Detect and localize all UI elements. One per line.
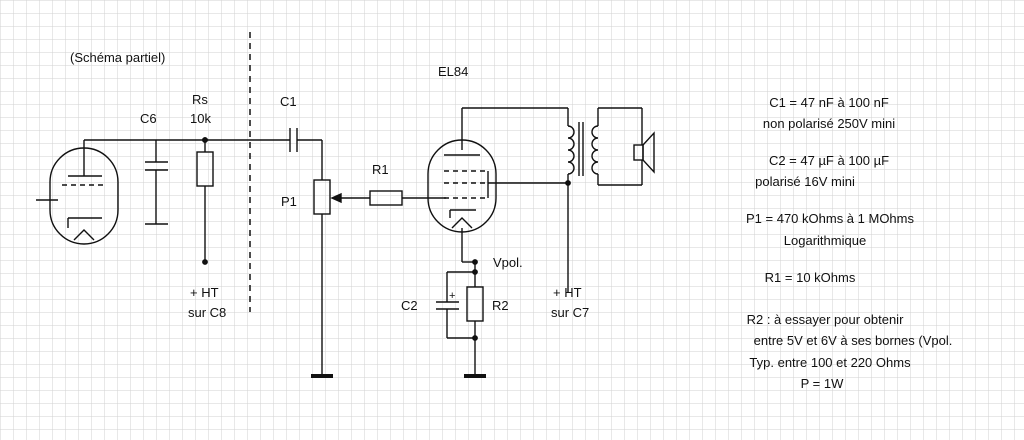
capacitor-c1 [289,128,322,152]
potentiometer-p1 [311,140,370,378]
note-p1-line1: P1 = 470 kOhms à 1 MOhms [746,211,914,226]
capacitor-c6 [145,140,168,225]
note-r1-line1: R1 = 10 kOhms [765,270,856,285]
label-rs-value: 10k [190,111,211,126]
label-vpol: Vpol. [493,255,523,270]
note-c2-line2: polarisé 16V mini [755,174,855,189]
note-c1-line2: non polarisé 250V mini [763,116,895,131]
resistor-r1 [369,190,446,206]
label-el84: EL84 [438,64,468,79]
el84-tube-symbol [427,108,568,262]
note-r2-line2: entre 5V et 6V à ses bornes (Vpol. [754,333,953,348]
output-transformer [565,107,643,292]
label-c2-plus: + [449,290,455,302]
schematic-wiring [36,107,655,378]
note-r2-line4: P = 1W [801,376,844,391]
label-c2: C2 [401,298,418,313]
label-rs-name: Rs [192,92,208,107]
label-r2: R2 [492,298,509,313]
label-p1: P1 [281,194,297,209]
label-c6: C6 [140,111,157,126]
note-r2-line1: R2 : à essayer pour obtenir [747,312,904,327]
label-c1: C1 [280,94,297,109]
note-p1-line2: Logarithmique [784,233,866,248]
label-ht-c7-line1: + HT [553,285,582,300]
note-r2-line3: Typ. entre 100 et 220 Ohms [749,355,911,370]
note-c1-line1: C1 = 47 nF à 100 nF [769,95,889,110]
label-ht-c7-line2: sur C7 [551,305,589,320]
cathode-network [436,259,486,378]
preamp-tube-symbol [36,140,119,245]
component-notes: C1 = 47 nF à 100 nF non polarisé 250V mi… [746,95,952,391]
loudspeaker-icon [633,131,655,174]
note-c2-line1: C2 = 47 µF à 100 µF [769,153,889,168]
label-ht-c8-line1: + HT [190,285,219,300]
label-ht-c8-line2: sur C8 [188,305,226,320]
label-r1: R1 [372,162,389,177]
diagram-title: (Schéma partiel) [70,50,165,65]
